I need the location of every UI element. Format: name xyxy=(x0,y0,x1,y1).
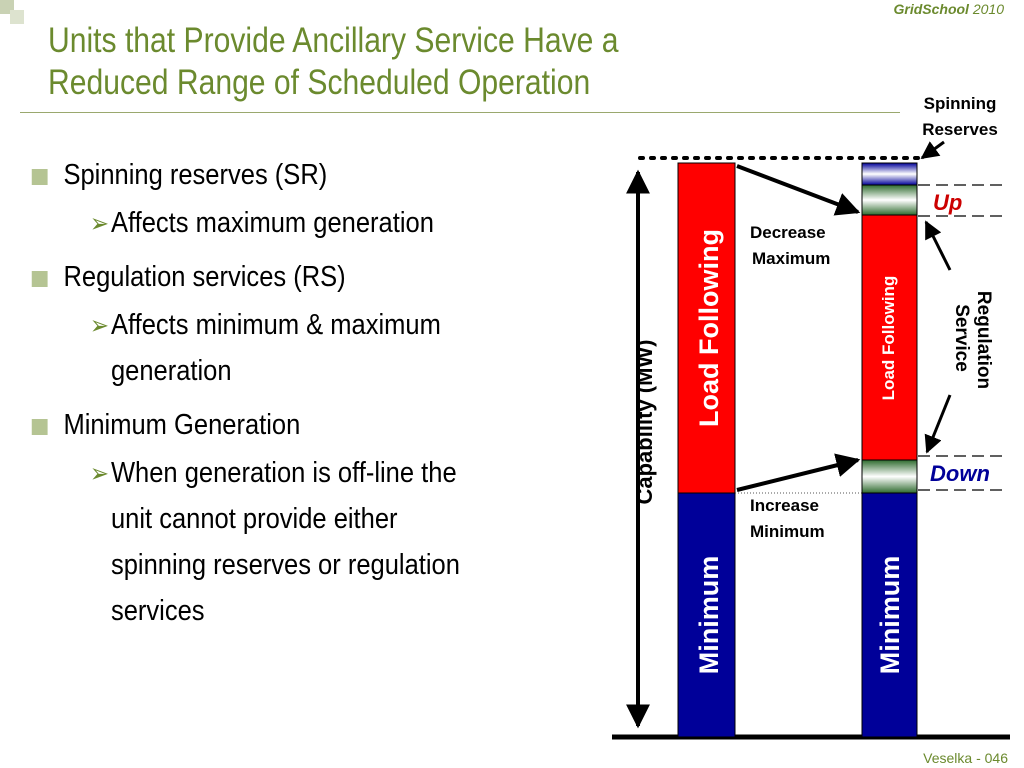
slide-title: Units that Provide Ancillary Service Hav… xyxy=(48,20,788,104)
capability-axis-label: Capability (MW) xyxy=(632,340,657,505)
arrow-bullet-icon: ➢ xyxy=(89,310,110,340)
bullet-spinning-reserves: Spinning reserves (SR) xyxy=(30,158,523,192)
corner-decoration xyxy=(0,0,24,24)
right-load-following-label: Load Following xyxy=(879,276,898,401)
title-line-2: Reduced Range of Scheduled Operation xyxy=(48,63,591,102)
up-label: Up xyxy=(933,190,962,215)
decrease-maximum-arrow xyxy=(736,164,861,216)
bullet-regulation-services: Regulation services (RS) xyxy=(30,260,523,294)
left-load-following-label: Load Following xyxy=(694,229,724,427)
spinning-reserves-band xyxy=(861,162,918,186)
brand-label: GridSchool 2010 xyxy=(893,1,1005,17)
decrease-label-1: Decrease xyxy=(750,223,826,242)
title-line-1: Units that Provide Ancillary Service Hav… xyxy=(48,21,619,60)
arrow-bullet-icon: ➢ xyxy=(89,458,110,488)
left-load-following-band xyxy=(677,162,736,494)
arrow-bullet-icon: ➢ xyxy=(89,208,110,238)
bullet-minimum-generation: Minimum Generation xyxy=(30,408,523,442)
square-bullet-icon xyxy=(31,169,48,185)
decrease-label-2: Maximum xyxy=(752,249,830,268)
increase-label-2: Minimum xyxy=(750,522,825,541)
regulation-service-label-2: Service xyxy=(951,304,972,372)
spinning-reserves-label-1: Spinning xyxy=(924,94,997,113)
increase-label-1: Increase xyxy=(750,496,819,515)
left-minimum-band xyxy=(677,492,736,738)
bullet-list: Spinning reserves (SR) ➢Affects maximum … xyxy=(30,158,590,648)
square-bullet-icon xyxy=(31,271,48,287)
right-load-following-band xyxy=(861,214,918,461)
regulation-service-label-1: Regulation xyxy=(973,291,994,389)
square-bullet-icon xyxy=(31,419,48,435)
regulation-down-band xyxy=(861,459,918,494)
right-minimum-band xyxy=(861,492,918,738)
down-label: Down xyxy=(930,461,990,486)
title-underline xyxy=(20,112,900,113)
regulation-up-band xyxy=(861,184,918,216)
regulation-down-arrow xyxy=(924,394,952,454)
spinning-reserves-arrow xyxy=(920,140,945,160)
sub-bullet: ➢Affects maximum generation xyxy=(30,200,523,246)
left-minimum-label: Minimum xyxy=(694,556,724,675)
right-minimum-label: Minimum xyxy=(875,556,905,675)
increase-minimum-arrow xyxy=(736,453,861,492)
regulation-up-arrow xyxy=(924,220,952,271)
spinning-reserves-label-2: Reserves xyxy=(922,120,998,139)
footer-page-label: Veselka - 046 xyxy=(923,750,1008,766)
